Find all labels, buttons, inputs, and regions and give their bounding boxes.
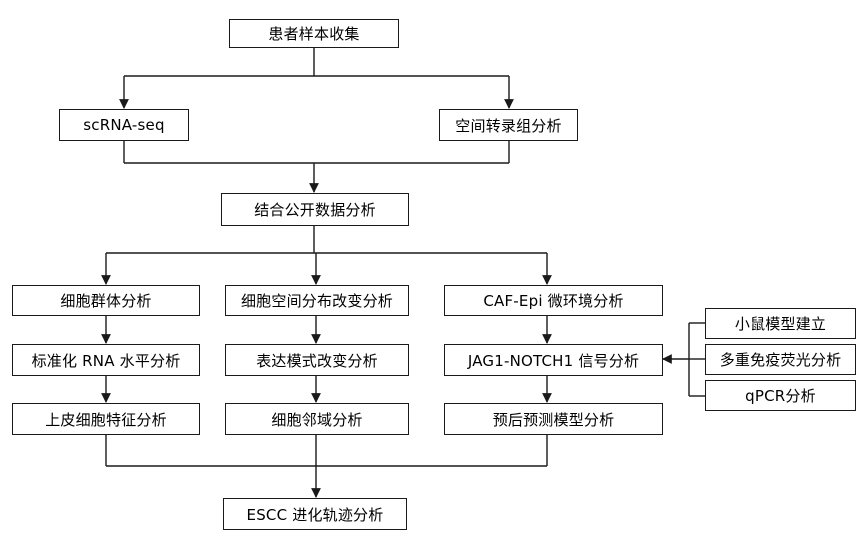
mouse-model-box: 小鼠模型建立 <box>705 308 856 339</box>
normalize-rna-box: 标准化 RNA 水平分析 <box>12 344 200 376</box>
spatial-transcriptome-box: 空间转录组分析 <box>439 109 578 141</box>
public-data-box: 结合公开数据分析 <box>221 193 409 226</box>
expression-pattern-box: 表达模式改变分析 <box>225 344 409 376</box>
epithelial-features-box: 上皮细胞特征分析 <box>12 403 200 435</box>
scrna-seq-box: scRNA-seq <box>59 109 189 141</box>
caf-epi-box: CAF-Epi 微环境分析 <box>444 285 663 316</box>
jag1-notch1-box: JAG1-NOTCH1 信号分析 <box>444 344 663 376</box>
multiplex-if-box: 多重免疫荧光分析 <box>705 344 856 375</box>
patient-sample-box: 患者样本收集 <box>229 19 399 48</box>
cell-group-box: 细胞群体分析 <box>12 285 200 316</box>
prognosis-model-box: 预后预测模型分析 <box>444 403 663 435</box>
neighborhood-box: 细胞邻域分析 <box>225 403 409 435</box>
escc-trajectory-box: ESCC 进化轨迹分析 <box>223 498 407 530</box>
spatial-distribution-box: 细胞空间分布改变分析 <box>225 285 409 316</box>
qpcr-box: qPCR分析 <box>705 380 856 411</box>
